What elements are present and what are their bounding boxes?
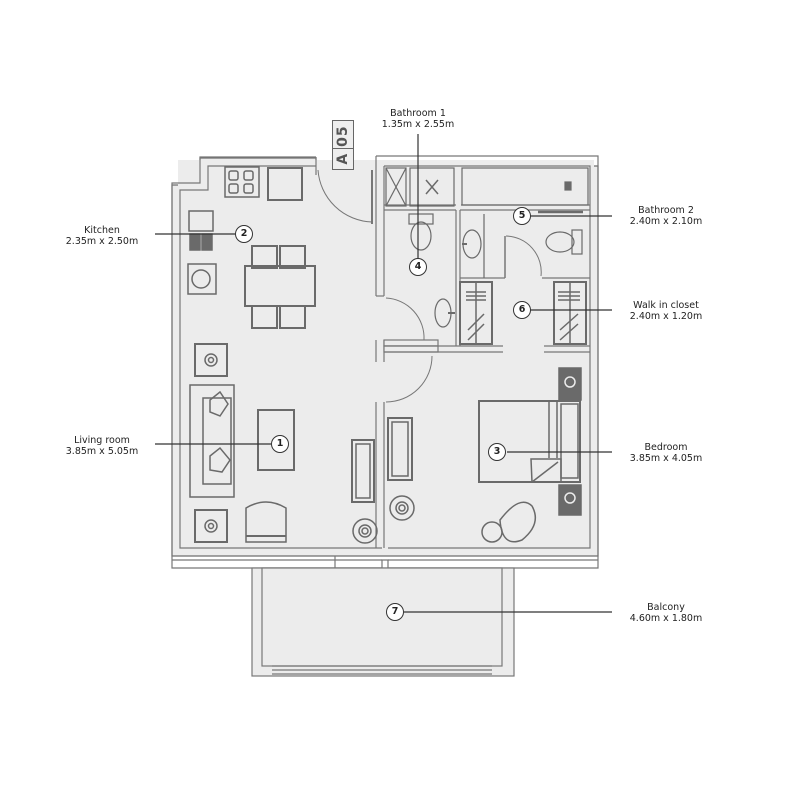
side-table-bottom xyxy=(194,509,228,543)
room-name: Bathroom 2 xyxy=(638,205,694,216)
label-walk-in-closet: Walk in closet 2.40m x 1.20m xyxy=(630,300,702,322)
label-bathroom2: Bathroom 2 2.40m x 2.10m xyxy=(630,205,702,227)
room-marker-kitchen[interactable]: 2 xyxy=(235,225,253,243)
armchair xyxy=(245,501,287,543)
unit-tag-divider xyxy=(333,148,353,149)
toilet-2 xyxy=(545,231,575,253)
room-marker-closet[interactable]: 6 xyxy=(513,301,531,319)
washer xyxy=(187,263,217,295)
room-marker-balcony[interactable]: 7 xyxy=(386,603,404,621)
room-dims: 2.40m x 1.20m xyxy=(629,311,703,322)
room-marker-bedroom[interactable]: 3 xyxy=(488,443,506,461)
bath1-door-swing xyxy=(385,297,425,341)
room-marker-bathroom1[interactable]: 4 xyxy=(409,258,427,276)
bed xyxy=(478,400,581,483)
label-kitchen: Kitchen 2.35m x 2.50m xyxy=(66,225,138,247)
lounge-chair xyxy=(499,501,537,543)
nightstand-top xyxy=(558,367,582,401)
living-furniture xyxy=(189,343,378,544)
room-dims: 2.35m x 2.50m xyxy=(65,236,139,247)
leader-lines xyxy=(155,134,612,613)
label-bedroom: Bedroom 3.85m x 4.05m xyxy=(630,442,702,464)
room-dims: 2.40m x 2.10m xyxy=(629,216,703,227)
unit-code-tag: A 05 xyxy=(332,120,354,170)
sofa xyxy=(189,384,235,498)
fridge xyxy=(267,167,303,201)
room-name: Living room xyxy=(74,435,130,446)
room-marker-living[interactable]: 1 xyxy=(271,435,289,453)
room-dims: 3.85m x 4.05m xyxy=(629,453,703,464)
coffee-table xyxy=(257,409,295,471)
bathroom2-fixtures xyxy=(461,167,589,278)
label-bathroom1: Bathroom 1 1.35m x 2.55m xyxy=(382,108,454,130)
label-balcony: Balcony 4.60m x 1.80m xyxy=(630,602,702,624)
nightstand-bottom xyxy=(558,484,582,516)
sink xyxy=(188,210,214,232)
plant-living xyxy=(352,518,378,544)
tv-console xyxy=(351,439,375,503)
closet-fixtures xyxy=(459,281,587,345)
unit-code: A 05 xyxy=(335,125,351,165)
bedroom-furniture xyxy=(387,367,582,543)
dresser xyxy=(387,417,413,481)
room-dims: 1.35m x 2.55m xyxy=(381,119,455,130)
shower-small xyxy=(385,167,407,207)
room-name: Walk in closet xyxy=(633,300,699,311)
side-table-top xyxy=(194,343,228,377)
living-bedroom-door-swing xyxy=(385,355,433,403)
bathtub xyxy=(461,167,589,206)
room-marker-bathroom2[interactable]: 5 xyxy=(513,207,531,225)
walls xyxy=(171,155,599,677)
cooktop xyxy=(224,166,260,198)
label-living-room: Living room 3.85m x 5.05m xyxy=(66,435,138,457)
shower-tray xyxy=(409,167,455,207)
bathroom1-fixtures xyxy=(385,167,455,328)
doors xyxy=(317,169,542,403)
entry-door-swing xyxy=(317,169,373,223)
bath2-door-swing xyxy=(505,235,542,277)
room-name: Bedroom xyxy=(644,442,688,453)
room-name: Balcony xyxy=(647,602,685,613)
room-name: Bathroom 1 xyxy=(390,108,446,119)
room-dims: 4.60m x 1.80m xyxy=(629,613,703,624)
floor-areas xyxy=(178,160,594,552)
toilet-1 xyxy=(410,221,432,251)
dining-set xyxy=(244,245,316,329)
plant-bedroom xyxy=(389,495,415,521)
room-dims: 3.85m x 5.05m xyxy=(65,446,139,457)
room-name: Kitchen xyxy=(84,225,120,236)
